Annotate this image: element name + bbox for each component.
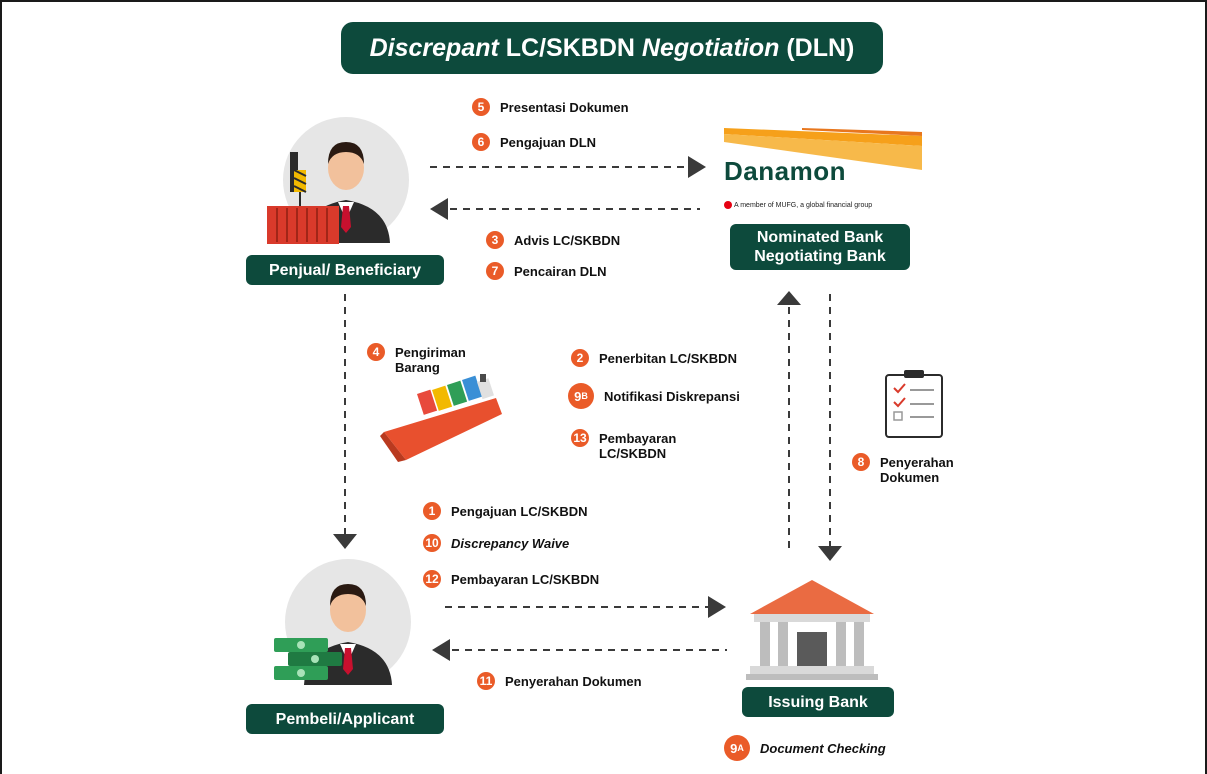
seller-label-text: Penjual/ Beneficiary: [268, 261, 422, 279]
step-7-badge: 7: [486, 262, 504, 280]
step-7: 7 Pencairan DLN: [486, 262, 607, 280]
step-5-text: Presentasi Dokumen: [500, 100, 629, 115]
step-2-text: Penerbitan LC/SKBDN: [599, 351, 737, 366]
step-2: 2 Penerbitan LC/SKBDN: [571, 349, 737, 367]
step-6-text: Pengajuan DLN: [500, 135, 597, 150]
step-11: 11 Penyerahan Dokumen: [477, 672, 642, 690]
step-10-badge: 10: [423, 534, 441, 552]
arrowhead-right-bottom: [708, 596, 726, 618]
step-13: 13 Pembayaran LC/SKBDN: [571, 429, 677, 461]
arrowhead-left-top: [430, 198, 448, 220]
seller-label: Penjual/ Beneficiary: [246, 255, 444, 285]
arrowhead-down-seller: [333, 534, 357, 549]
step-10: 10 Discrepancy Waive: [423, 534, 569, 552]
diagram-title: Discrepant LC/SKBDN Negotiation (DLN): [341, 22, 883, 74]
step-9a-text: Document Checking: [760, 741, 886, 756]
step-7-text: Pencairan DLN: [514, 264, 607, 279]
step-4-badge: 4: [367, 343, 385, 361]
step-3-text: Advis LC/SKBDN: [514, 233, 621, 248]
step-2-badge: 2: [571, 349, 589, 367]
step-11-text: Penyerahan Dokumen: [505, 674, 642, 689]
nominated-bank-label: Nominated Bank Negotiating Bank: [730, 224, 910, 270]
step-6-badge: 6: [472, 133, 490, 151]
money-stack-icon: [274, 638, 342, 680]
step-1: 1 Pengajuan LC/SKBDN: [423, 502, 588, 520]
step-6: 6 Pengajuan DLN: [472, 133, 597, 151]
danamon-logo-text: Danamon: [724, 156, 846, 186]
document-clipboard-icon: [885, 370, 943, 438]
bank-building-icon: [746, 580, 878, 680]
step-8-text: Penyerahan Dokumen: [880, 455, 954, 485]
step-1-badge: 1: [423, 502, 441, 520]
step-3: 3 Advis LC/SKBDN: [486, 231, 621, 249]
crane-container-icon: [267, 152, 339, 244]
step-5-badge: 5: [472, 98, 490, 116]
title-italic-1: Discrepant: [369, 33, 499, 62]
step-9b-text: Notifikasi Diskrepansi: [604, 389, 740, 404]
issuing-bank-text: Issuing Bank: [768, 693, 868, 711]
step-5: 5 Presentasi Dokumen: [472, 98, 629, 116]
title-italic-2: Negotiation: [641, 33, 780, 62]
arrowhead-left-bottom: [432, 639, 450, 661]
step-12-text: Pembayaran LC/SKBDN: [451, 572, 600, 587]
buyer-label: Pembeli/Applicant: [246, 704, 444, 734]
step-13-text: Pembayaran LC/SKBDN: [599, 431, 677, 461]
step-9b-badge-sup: B: [581, 390, 588, 401]
mufg-icon: [724, 201, 732, 209]
arrowhead-right-top: [688, 156, 706, 178]
step-10-text: Discrepancy Waive: [451, 536, 569, 551]
buyer-label-text: Pembeli/Applicant: [275, 710, 415, 728]
step-9b-badge-num: 9: [574, 388, 582, 404]
step-9a-text-italic: Document Checking: [760, 741, 886, 756]
title-plain-2: (DLN): [779, 33, 855, 62]
nominated-bank-line2: Negotiating Bank: [754, 248, 886, 265]
arrowhead-down-issuing: [818, 546, 842, 561]
issuing-bank-label: Issuing Bank: [742, 687, 894, 717]
step-8: 8 Penyerahan Dokumen: [852, 453, 954, 485]
step-12: 12 Pembayaran LC/SKBDN: [423, 570, 600, 588]
danamon-tagline-text: A member of MUFG, a global financial gro…: [734, 201, 873, 209]
step-13-badge: 13: [571, 429, 589, 447]
danamon-logo-stripes-icon: [724, 128, 922, 170]
step-9a-badge-num: 9: [730, 740, 738, 756]
step-1-text: Pengajuan LC/SKBDN: [451, 504, 588, 519]
step-11-badge: 11: [477, 672, 495, 690]
step-3-badge: 3: [486, 231, 504, 249]
step-9a-badge-sup: A: [737, 742, 744, 753]
title-plain-1: LC/SKBDN: [498, 33, 642, 62]
step-12-badge: 12: [423, 570, 441, 588]
cargo-ship-icon: [380, 374, 502, 462]
nominated-bank-line1: Nominated Bank: [756, 229, 884, 246]
arrowhead-up-nominated: [777, 291, 801, 305]
danamon-tagline: A member of MUFG, a global financial gro…: [724, 201, 872, 209]
step-4: 4 Pengiriman Barang: [367, 343, 466, 375]
step-4-text: Pengiriman Barang: [395, 345, 466, 375]
step-8-badge: 8: [852, 453, 870, 471]
step-10-text-italic: Discrepancy Waive: [451, 536, 570, 551]
